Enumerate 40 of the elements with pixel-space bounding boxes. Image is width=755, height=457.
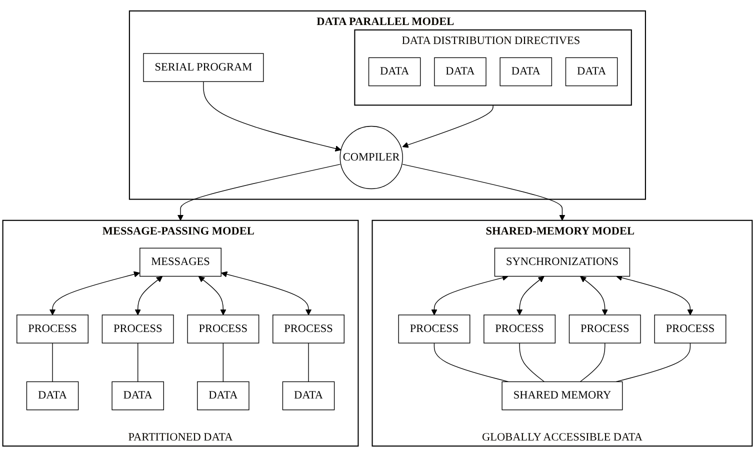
connector	[616, 342, 691, 382]
node-box: MESSAGES	[140, 248, 222, 277]
node-circle: COMPILER	[340, 126, 403, 190]
connector	[580, 342, 606, 382]
node-box: PROCESS	[16, 314, 88, 344]
node-box: PROCESS	[398, 314, 470, 344]
node-box: DATA	[197, 381, 250, 410]
connector	[308, 342, 309, 382]
node-box: PROCESS	[102, 314, 174, 344]
node-box: PROCESS	[654, 314, 726, 344]
node-box: DATA	[565, 57, 618, 86]
arrow	[402, 164, 566, 221]
arrow	[198, 276, 226, 316]
node-box: PROCESS	[484, 314, 556, 344]
node-box: DATA	[26, 381, 79, 410]
node-box: SYNCHRONIZATIONS	[494, 248, 630, 277]
arrow	[49, 271, 140, 316]
node-box: PROCESS	[568, 314, 641, 344]
arrow	[580, 276, 608, 316]
arrow	[402, 104, 494, 148]
connector	[52, 342, 53, 382]
node-box: DATA	[500, 57, 552, 86]
arrow	[431, 274, 508, 316]
arrow	[177, 164, 340, 221]
node-box: DATA	[434, 57, 486, 86]
arrow	[203, 81, 342, 152]
connector	[434, 342, 509, 382]
arrow	[221, 271, 312, 316]
connector	[519, 342, 545, 382]
arrow	[134, 276, 163, 316]
node-box: DATA	[112, 381, 164, 410]
node-box: DATA	[282, 381, 335, 410]
connector	[222, 342, 224, 382]
arrow	[616, 274, 694, 316]
node-box: PROCESS	[272, 314, 344, 344]
arrow	[516, 276, 544, 316]
node-box: PROCESS	[187, 314, 260, 344]
node-box: SHARED MEMORY	[502, 381, 623, 410]
node-box: DATA	[368, 57, 421, 86]
node-box: SERIAL PROGRAM	[143, 53, 264, 82]
